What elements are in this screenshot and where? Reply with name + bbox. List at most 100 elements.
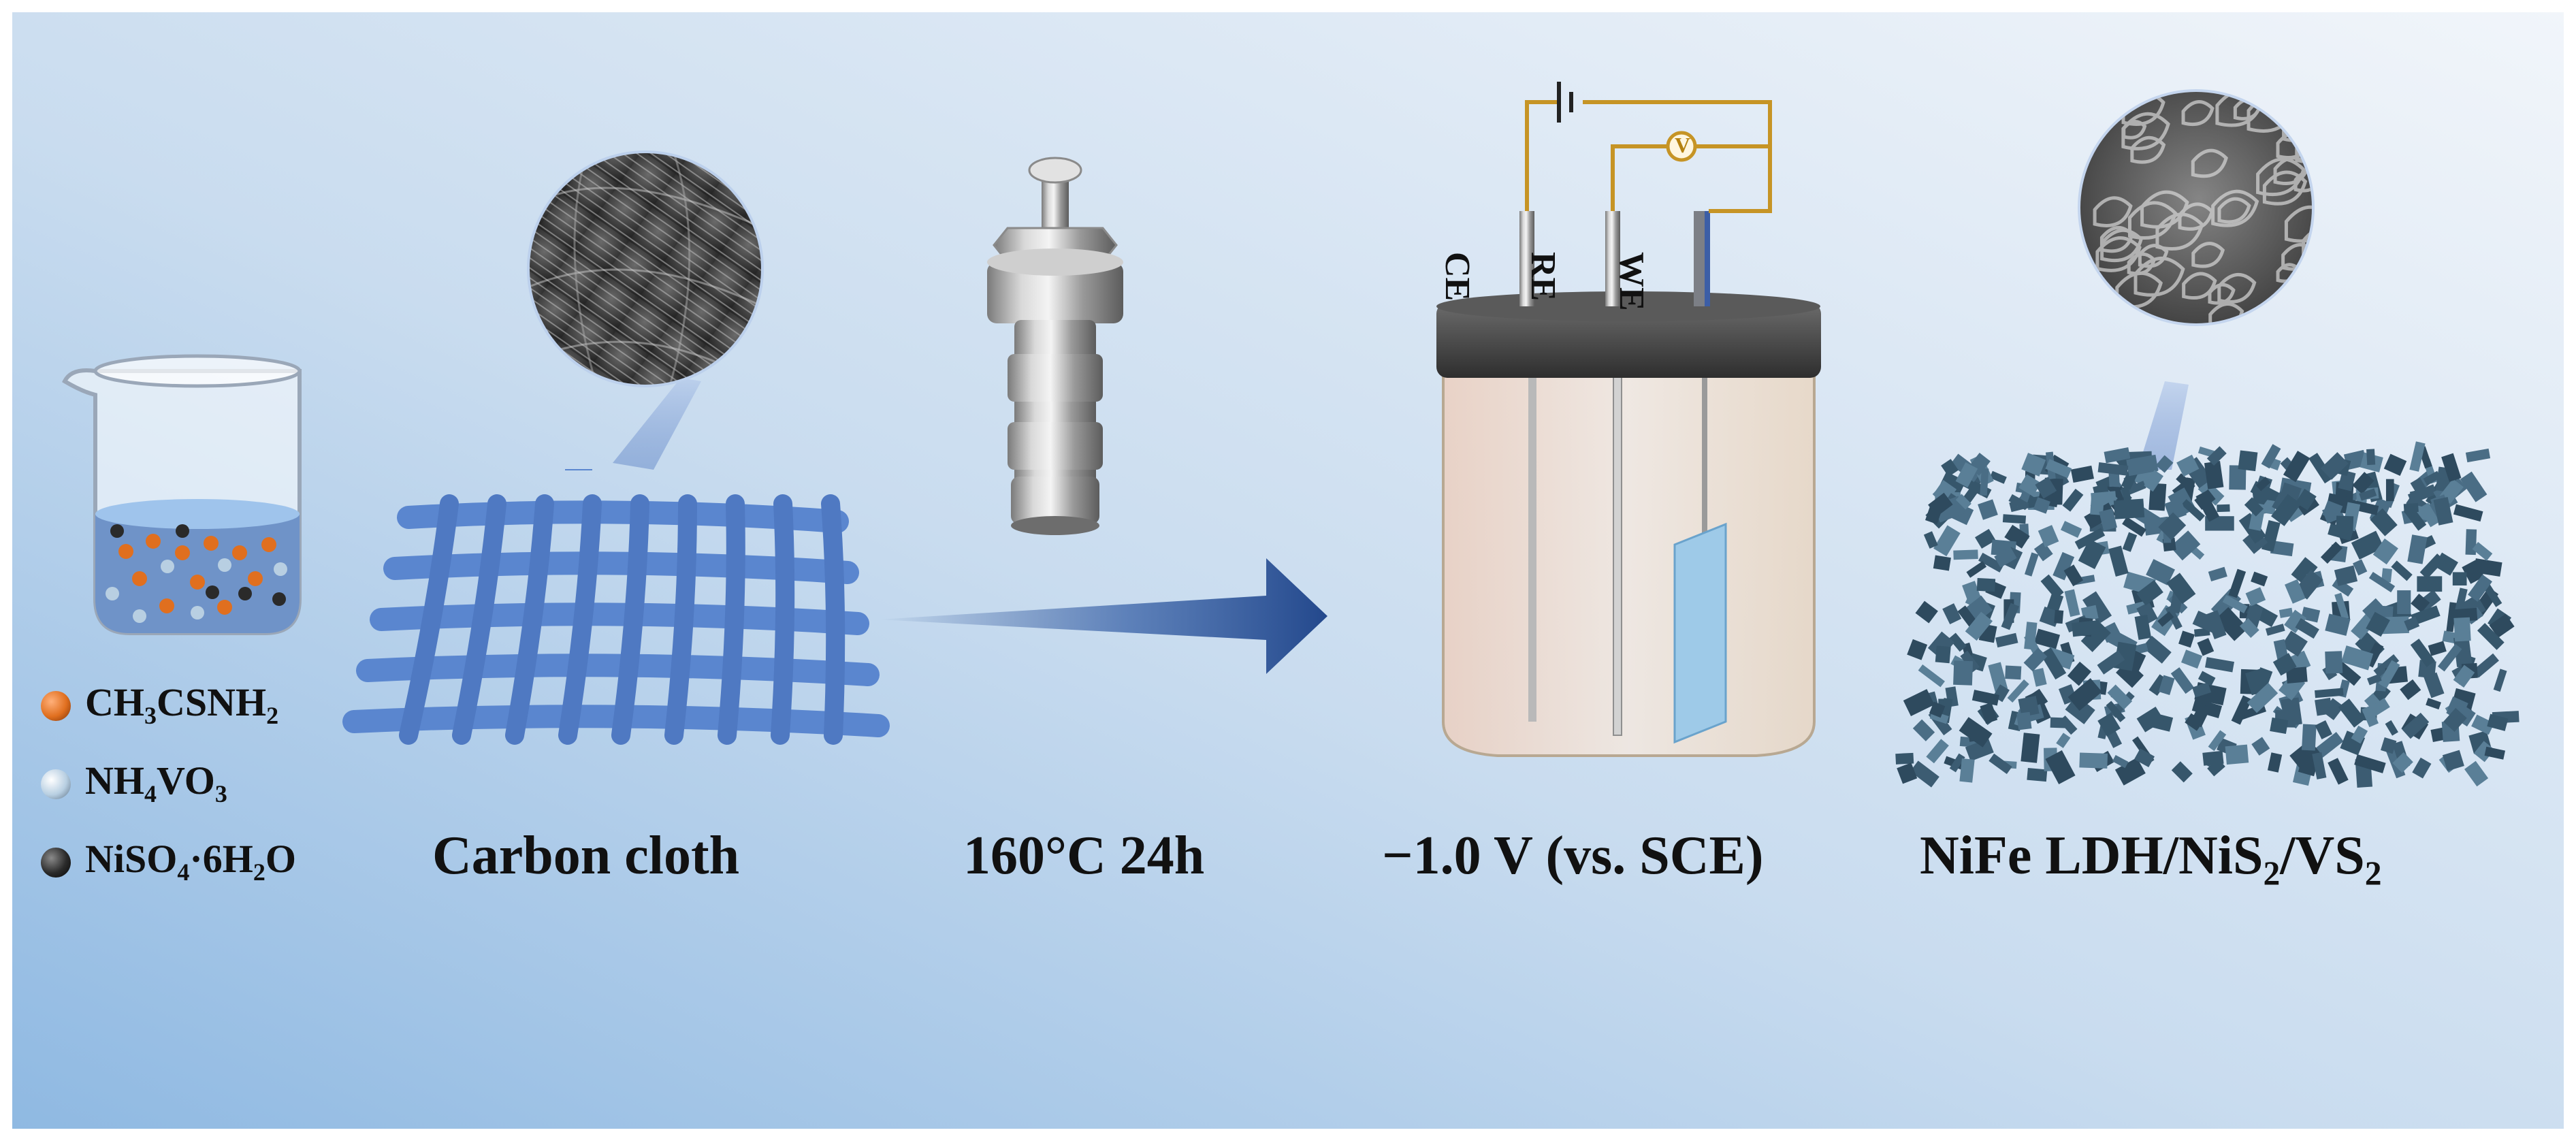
nanoflake [1994,547,2017,568]
nanoflake [2045,459,2072,479]
nanoflake [2185,713,2204,731]
nanoflake [1912,719,1935,741]
nanoflake [1971,690,2000,706]
sem-flake-outline [2130,135,2166,164]
nanoflake [2320,452,2349,480]
nanoflake [2134,614,2152,641]
nanoflake [2462,560,2485,584]
nanoflake [2045,750,2076,785]
nanoflake [2099,508,2117,531]
nanoflake [2180,649,2203,669]
nanoflake [2023,647,2048,672]
nanoflake [2018,474,2042,497]
nanoflake [2272,653,2297,676]
legend-dot-thioacetamide [41,691,71,721]
formula-part: O [265,837,296,881]
nanoflake [2079,752,2108,769]
nanoflake [2215,607,2249,641]
nanoflake [2362,705,2379,728]
sem-flake-outline [2099,226,2134,253]
nanoflake [2341,645,2374,671]
nanoflake [2433,496,2453,526]
nanoflake [2437,643,2462,672]
nanoflake [1959,758,1975,783]
nanoflake [2381,568,2392,583]
sem-flake-outline [2211,189,2259,227]
nanoflake [2107,684,2133,710]
nanoflake [2271,494,2302,526]
nanoflake [2477,623,2505,650]
nanoflake [2471,714,2495,735]
cloth-warp-thread [664,494,697,745]
nanoflake [2261,499,2277,515]
nanoflake [2362,598,2385,622]
nanoflake [2197,638,2215,656]
nanoflake [2046,592,2064,612]
sem-flake-outline [2191,148,2228,178]
nanoflake [2373,654,2400,677]
nanoflake [2193,628,2210,637]
nanoflake [2368,571,2396,593]
nanoflake [2074,528,2106,550]
nanoflake [2484,746,2506,760]
sem-flake-outline [2121,112,2170,150]
nanoflake [2410,639,2436,668]
nanoflake [2034,628,2061,649]
label-product: NiFe LDH/NiS2/VS2 [1920,825,2382,892]
formula-subscript: 3 [214,780,227,807]
nanoflake [2197,479,2225,506]
nanoflake [2385,479,2394,502]
nanoflake [1927,631,1955,659]
nanoflake [2165,605,2183,630]
nanoflake [2312,752,2327,780]
nanoflake [2404,616,2420,631]
sem-image-carbon-cloth [527,150,764,387]
nanoflake [1989,470,2007,484]
nanoflake [2142,635,2172,664]
nanoflake [2350,500,2379,515]
formula-subscript: 2 [2263,854,2281,892]
nanoflake [2468,574,2492,602]
nanoflake [1923,531,1938,549]
nanoflake [2372,538,2398,565]
nanoflake [1933,555,1951,571]
formula-part: /VS [2280,826,2365,886]
nanoflake [2336,515,2354,533]
nanoflake [2035,477,2057,499]
nanoflake [2411,593,2430,613]
process-arrow [878,558,1327,674]
nanoflake [2453,504,2483,522]
nanoflake [2370,508,2398,536]
nanoflake [1928,492,1953,517]
nanoflake [2192,682,2212,698]
nanoflake [1933,525,1961,557]
nanoflake [2314,732,2344,758]
sem-flake-outline [2281,243,2312,271]
nanoflake [2452,572,2467,585]
nanoflake [2205,657,2234,673]
formula-subscript: 4 [144,780,157,807]
nanoflake [1939,471,1966,497]
nanoflake [2126,454,2159,477]
nanoflake [2082,591,2112,625]
formula-subscript: 4 [177,858,190,886]
nanoflake [2423,470,2441,486]
nanoflake [2007,679,2029,703]
nanoflake [2114,757,2146,786]
nanoflake [2008,494,2029,511]
cloth-warp-thread [505,494,554,745]
sem-flake-outline [2284,205,2312,243]
formula-subscript: 2 [2364,854,2382,892]
nanoflake [2334,565,2358,586]
nanoflake [2359,488,2377,501]
sem-flake-outline [2093,196,2133,227]
nanoflake [2489,613,2515,639]
voltmeter-symbol: V [1675,133,1691,157]
nanoflake [2004,524,2030,549]
nanoflake [2097,712,2121,737]
formula-part: ·6H [189,837,253,881]
nanoflake [2315,720,2332,739]
nanoflake [2267,752,2283,773]
